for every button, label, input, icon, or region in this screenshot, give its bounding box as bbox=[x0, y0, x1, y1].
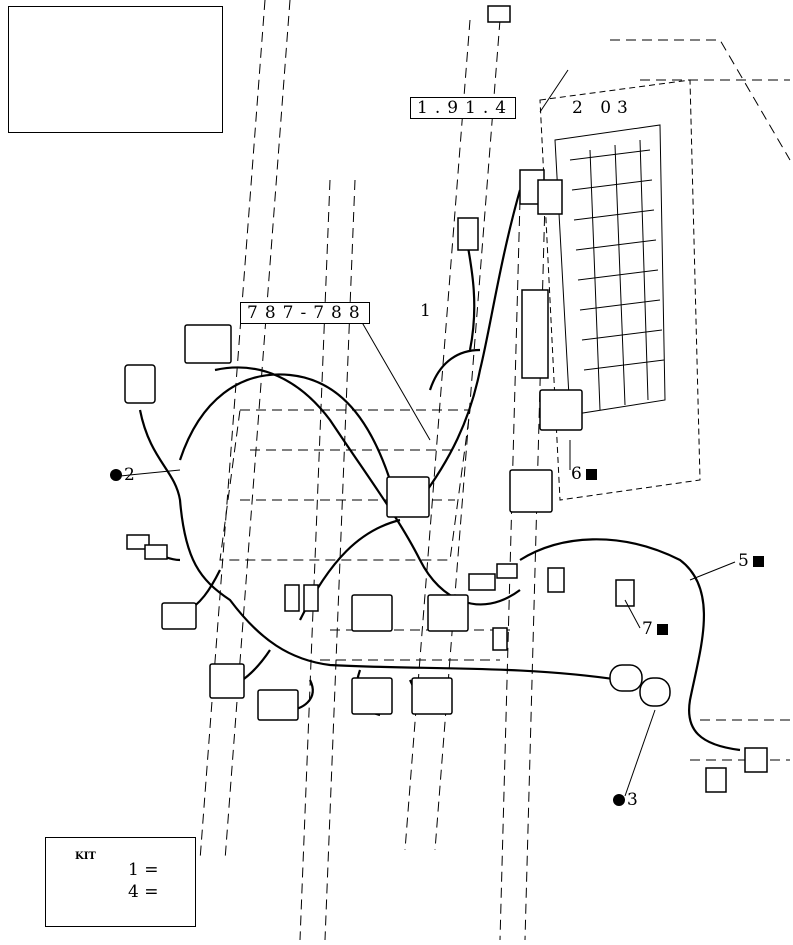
callout-2: 2 bbox=[110, 467, 135, 484]
ref-box-mid[interactable]: 787-788 bbox=[240, 302, 370, 324]
callout-6-text: 6 bbox=[571, 464, 582, 484]
square-icon bbox=[752, 556, 764, 567]
kit-legend: 1 = 4 = KIT bbox=[45, 837, 196, 927]
square-icon bbox=[585, 469, 597, 480]
cab-frame-dashed bbox=[199, 0, 791, 941]
callout-7-text: 7 bbox=[642, 619, 653, 639]
callout-6: 6 bbox=[571, 466, 597, 483]
kit-text-top: KIT bbox=[75, 851, 96, 862]
fuse-panel bbox=[539, 79, 701, 501]
legend-row-2: 4 = bbox=[128, 882, 159, 902]
legend-row-1: 1 = bbox=[128, 860, 159, 880]
leader-lines bbox=[119, 69, 736, 797]
callout-7: 7 bbox=[642, 621, 668, 638]
callout-3: 3 bbox=[613, 792, 638, 809]
square-icon bbox=[656, 624, 668, 635]
ref-box-top[interactable]: 1.91.4 bbox=[410, 97, 517, 119]
cab-thumbnail-frame bbox=[8, 6, 223, 133]
callout-1: 1 bbox=[420, 301, 431, 321]
ref-top-suffix: 2 03 bbox=[572, 98, 634, 118]
connectors bbox=[124, 5, 768, 793]
callout-2-text: 2 bbox=[124, 465, 135, 485]
callout-3-text: 3 bbox=[627, 790, 638, 810]
callout-5: 5 bbox=[738, 553, 764, 570]
dot-icon bbox=[110, 469, 122, 481]
dot-icon bbox=[613, 794, 625, 806]
callout-5-text: 5 bbox=[738, 551, 749, 571]
